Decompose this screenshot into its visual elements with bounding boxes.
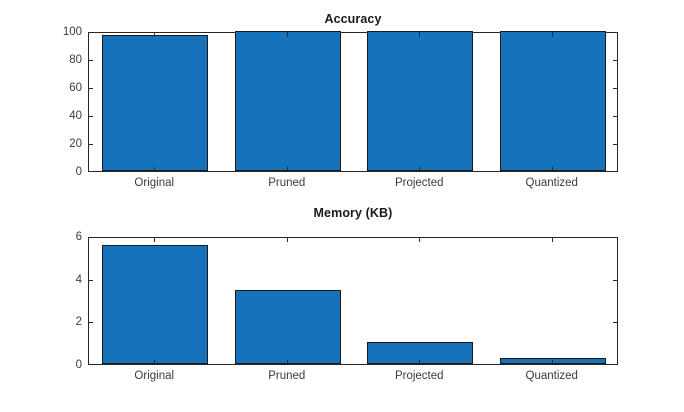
chart-title-memory: Memory (KB) (313, 206, 393, 220)
xtick-label-memory-quantized: Quantized (525, 370, 578, 382)
xtick-mark-top-memory-1 (286, 237, 288, 242)
ytick-mark-right-accuracy-3 (613, 88, 618, 90)
xtick-label-accuracy-projected: Projected (394, 177, 444, 189)
xtick-mark-top-accuracy-1 (286, 32, 288, 37)
ytick-label-accuracy-2: 40 (69, 110, 82, 122)
ytick-mark-left-memory-2 (88, 279, 93, 281)
ytick-label-memory-3: 6 (75, 231, 82, 243)
ytick-mark-left-accuracy-2 (88, 116, 93, 118)
xtick-mark-bottom-memory-0 (154, 360, 156, 365)
ytick-mark-right-memory-1 (613, 322, 618, 324)
bar-memory-original (102, 244, 209, 364)
xtick-mark-bottom-memory-1 (286, 360, 288, 365)
xtick-label-memory-pruned: Pruned (268, 370, 306, 382)
xtick-label-memory-original: Original (134, 370, 175, 382)
xtick-mark-top-memory-2 (419, 237, 421, 242)
ytick-label-accuracy-1: 20 (69, 138, 82, 150)
bar-memory-pruned (234, 289, 341, 364)
bar-accuracy-pruned (234, 31, 341, 171)
ytick-label-memory-1: 2 (75, 316, 82, 329)
xtick-label-accuracy-original: Original (134, 177, 175, 189)
ytick-mark-left-memory-1 (88, 322, 93, 324)
xtick-label-accuracy-pruned: Pruned (268, 177, 306, 189)
xtick-mark-bottom-accuracy-1 (286, 167, 288, 172)
xtick-mark-bottom-memory-3 (551, 360, 553, 365)
bar-accuracy-projected (367, 31, 474, 171)
ytick-mark-right-memory-2 (613, 279, 618, 281)
xtick-label-memory-projected: Projected (394, 370, 444, 382)
xtick-mark-top-accuracy-3 (551, 32, 553, 37)
ytick-mark-left-accuracy-3 (88, 88, 93, 90)
ytick-mark-left-accuracy-4 (88, 60, 93, 62)
plot-area-memory (88, 237, 618, 365)
ytick-label-accuracy-5: 100 (62, 26, 82, 38)
bar-accuracy-original (102, 35, 209, 171)
ytick-mark-left-accuracy-1 (88, 144, 93, 146)
ytick-mark-right-accuracy-2 (613, 116, 618, 118)
ytick-label-accuracy-3: 60 (69, 82, 82, 94)
xtick-mark-bottom-accuracy-0 (154, 167, 156, 172)
ytick-mark-right-accuracy-1 (613, 144, 618, 146)
xtick-mark-top-memory-0 (154, 237, 156, 242)
xtick-mark-top-accuracy-0 (154, 32, 156, 37)
ytick-label-accuracy-4: 80 (69, 54, 82, 66)
ytick-label-accuracy-0: 0 (75, 166, 82, 178)
xtick-mark-top-memory-3 (551, 237, 553, 242)
bars-memory (89, 238, 617, 364)
chart-title-accuracy: Accuracy (324, 12, 382, 26)
xtick-mark-bottom-accuracy-3 (551, 167, 553, 172)
ytick-mark-right-accuracy-4 (613, 60, 618, 62)
ytick-label-memory-2: 4 (75, 273, 82, 286)
xtick-label-accuracy-quantized: Quantized (525, 177, 578, 189)
ytick-label-memory-0: 0 (75, 359, 82, 371)
xtick-mark-bottom-memory-2 (419, 360, 421, 365)
xtick-mark-bottom-accuracy-2 (419, 167, 421, 172)
xtick-mark-top-accuracy-2 (419, 32, 421, 37)
